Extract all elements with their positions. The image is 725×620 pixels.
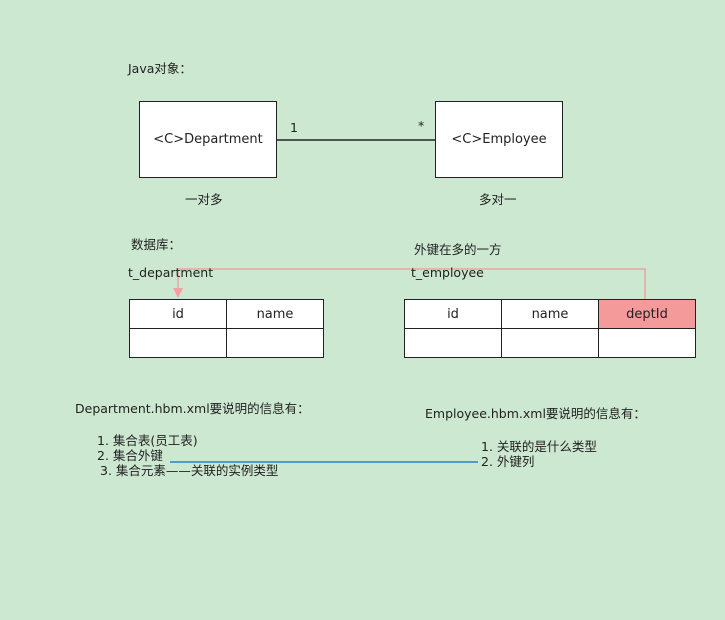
dept-cell-empty (129, 328, 227, 358)
dept-col-id: id (129, 299, 227, 329)
multiplicity-many: * (418, 118, 425, 133)
dept-col-name: name (226, 299, 324, 329)
dept-cell-empty (226, 328, 324, 358)
employee-mapping-title: Employee.hbm.xml要说明的信息有： (425, 406, 646, 421)
department-mapping-list: 1. 集合表(员工表) 2. 集合外键 3. 集合元素——关联的实例类型 (97, 433, 278, 478)
list-item: 2. 外键列 (481, 454, 535, 469)
emp-cell-empty (598, 328, 696, 358)
multiplicity-one: 1 (290, 120, 298, 135)
emp-cell-empty (501, 328, 599, 358)
emp-col-deptid: deptId (598, 299, 696, 329)
employee-class-box: <C>Employee (435, 101, 563, 178)
emp-table: id name deptId (404, 299, 696, 358)
emp-col-id: id (404, 299, 502, 329)
list-item: 1. 集合表(员工表) (97, 433, 198, 448)
department-mapping-title: Department.hbm.xml要说明的信息有： (75, 401, 310, 416)
list-item: 3. 集合元素——关联的实例类型 (100, 463, 279, 478)
java-objects-heading: Java对象： (128, 61, 192, 76)
emp-cell-empty (404, 328, 502, 358)
dept-table-name: t_department (128, 265, 214, 280)
emp-table-name: t_employee (411, 265, 484, 280)
employee-mapping-list: 1. 关联的是什么类型 2. 外键列 (481, 439, 597, 469)
department-class-label: <C>Department (153, 132, 263, 147)
many-to-one-label: 多对一 (479, 192, 517, 207)
database-heading: 数据库： (131, 237, 182, 252)
one-to-many-label: 一对多 (185, 192, 223, 207)
list-item: 2. 集合外键 (97, 448, 163, 463)
dept-table: id name (129, 299, 324, 358)
department-class-box: <C>Department (139, 101, 277, 178)
foreign-key-arrowhead (173, 288, 183, 298)
emp-col-name: name (501, 299, 599, 329)
list-item: 1. 关联的是什么类型 (481, 439, 597, 454)
employee-class-label: <C>Employee (451, 132, 547, 147)
foreign-key-note: 外键在多的一方 (414, 242, 502, 257)
